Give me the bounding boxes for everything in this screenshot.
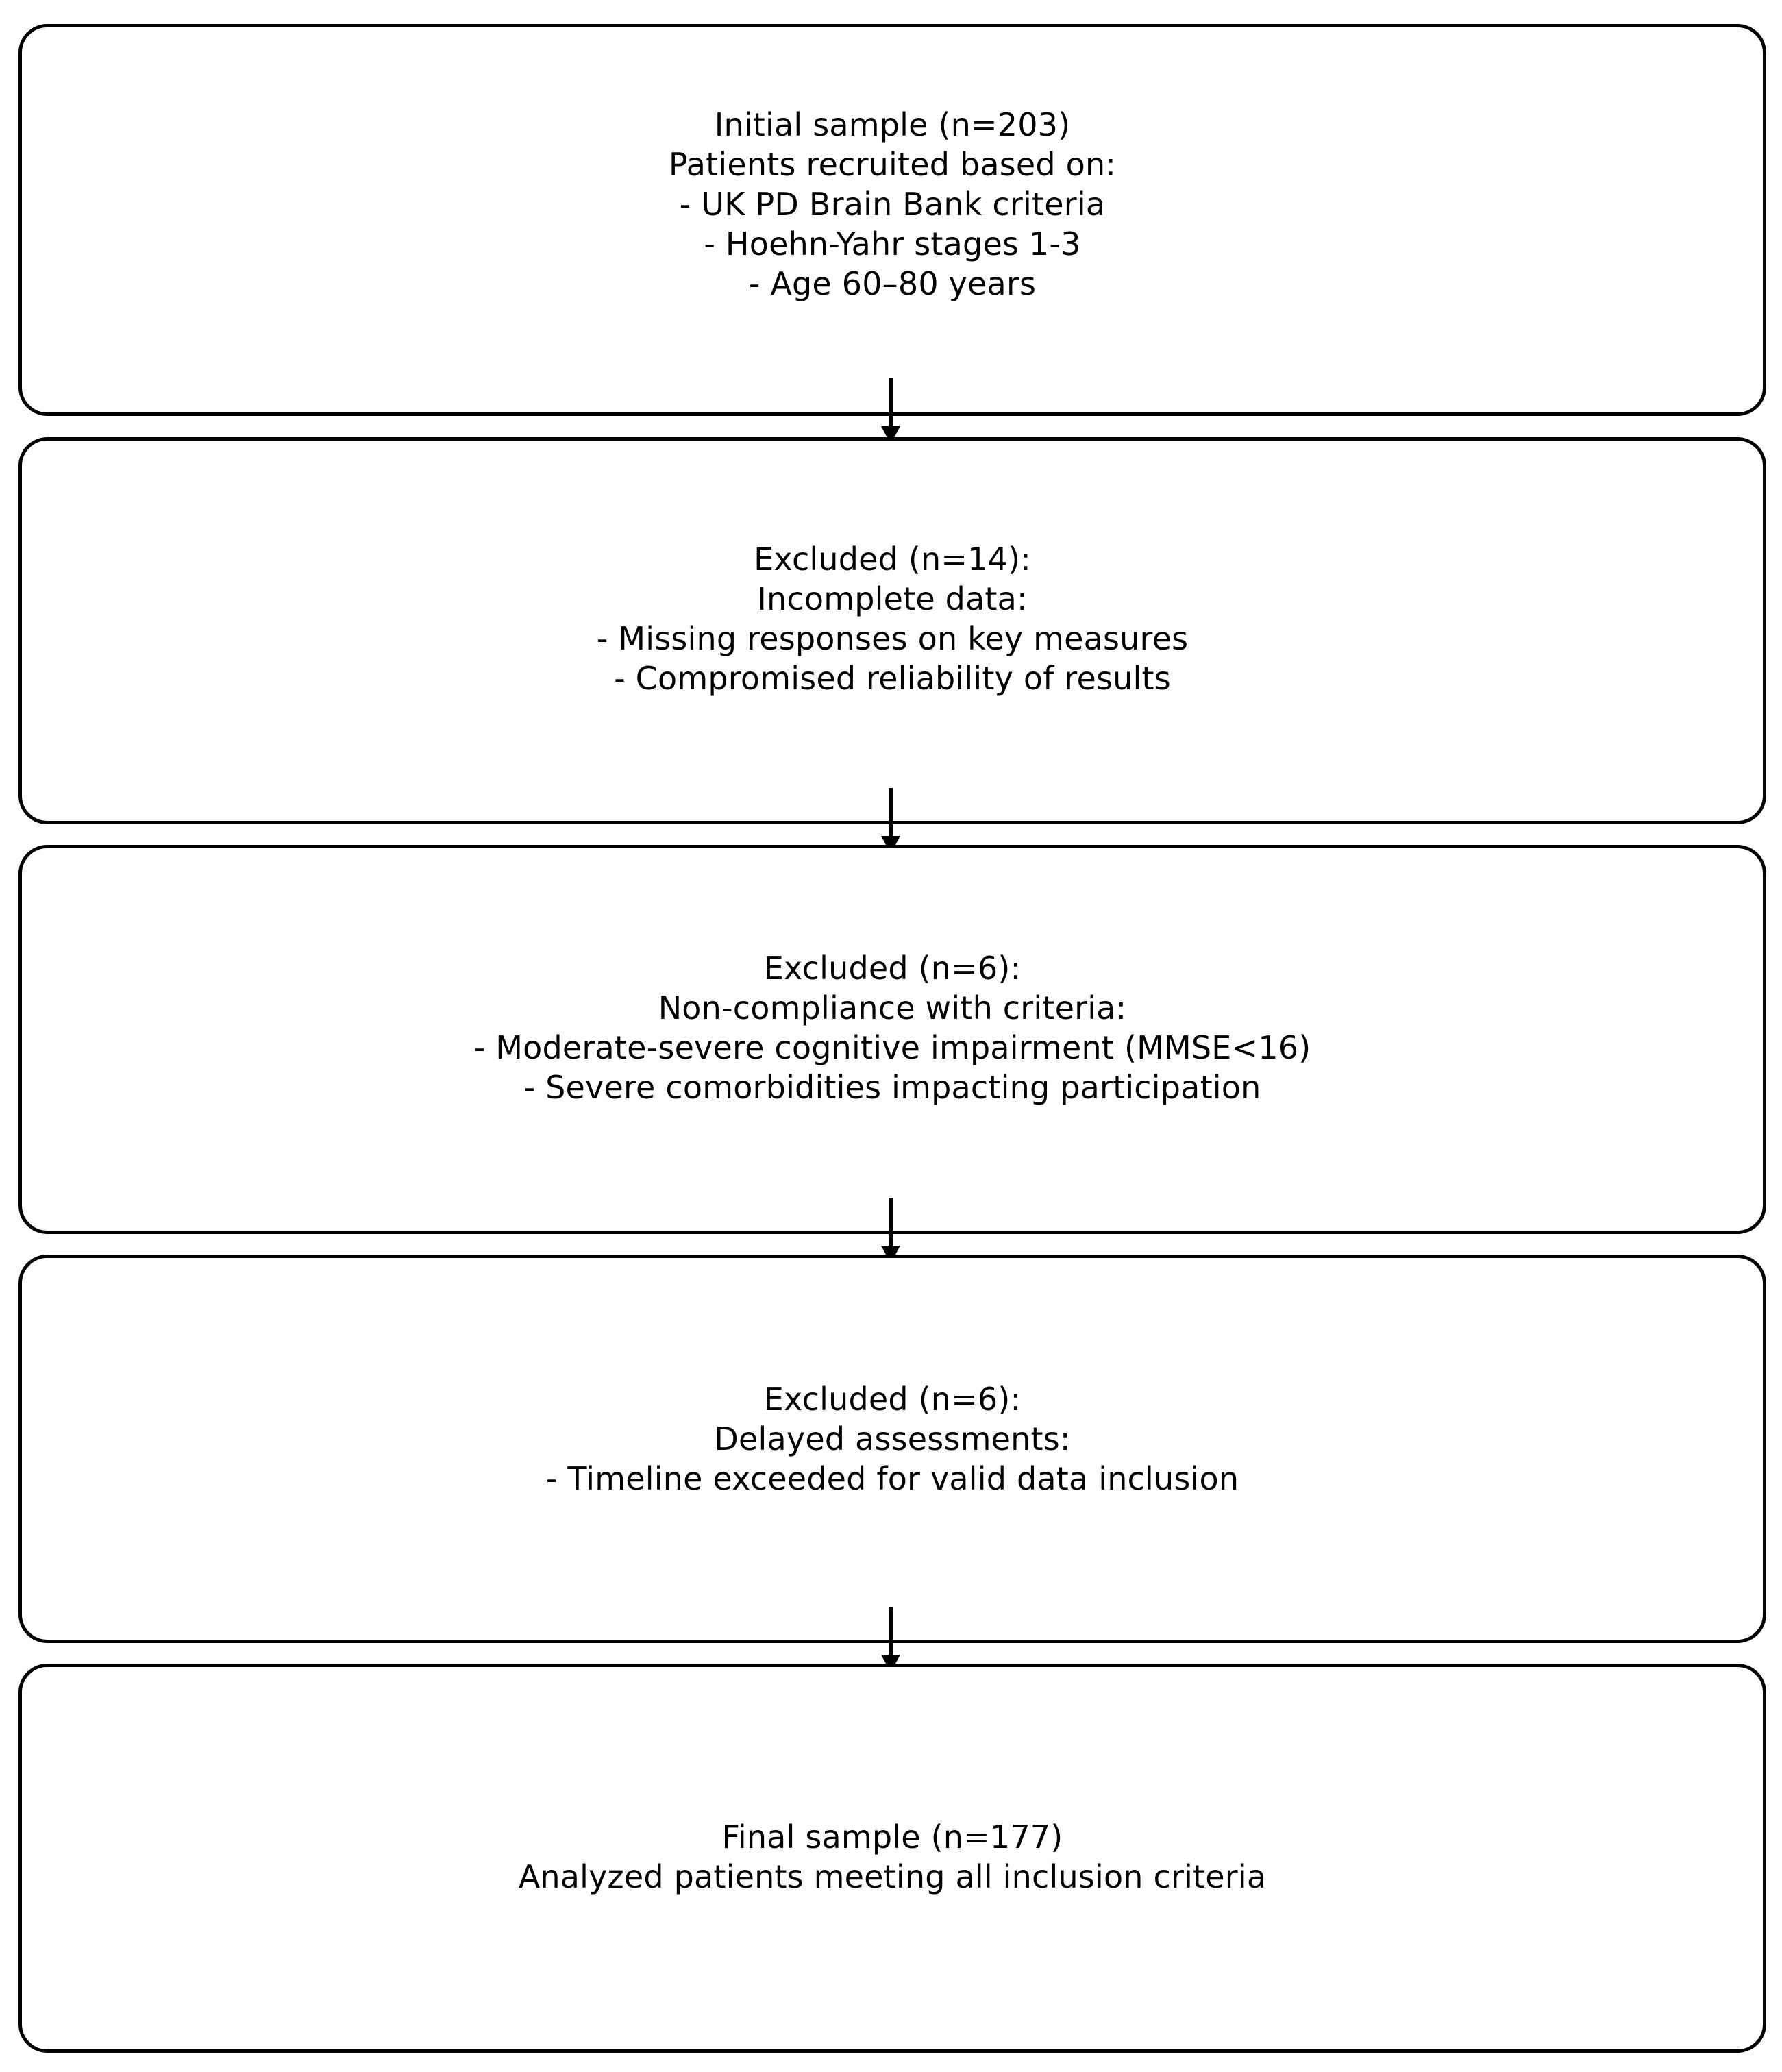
flow-node-final-sample: Final sample (n=177) Analyzed patients m… (18, 1664, 1766, 2053)
flow-node-initial-sample: Initial sample (n=203) Patients recruite… (18, 24, 1766, 416)
arrow-shaft (889, 1607, 893, 1657)
flow-node-initial-sample-text: Initial sample (n=203) Patients recruite… (668, 106, 1117, 302)
arrow-shaft (889, 1198, 893, 1248)
flow-node-excluded-delayed-assessments-text: Excluded (n=6): Delayed assessments: - T… (545, 1380, 1239, 1497)
arrow-shaft (889, 378, 893, 429)
flow-node-excluded-incomplete-data-text: Excluded (n=14): Incomplete data: - Miss… (596, 540, 1189, 697)
arrow-shaft (889, 788, 893, 839)
flow-node-excluded-incomplete-data: Excluded (n=14): Incomplete data: - Miss… (18, 437, 1766, 824)
flow-node-excluded-delayed-assessments: Excluded (n=6): Delayed assessments: - T… (18, 1255, 1766, 1643)
arrow-initial-sample-to-excluded-incomplete-data (881, 378, 900, 447)
flow-node-final-sample-text: Final sample (n=177) Analyzed patients m… (518, 1818, 1267, 1895)
flow-node-excluded-non-compliance-text: Excluded (n=6): Non-compliance with crit… (473, 950, 1311, 1106)
flow-node-excluded-non-compliance: Excluded (n=6): Non-compliance with crit… (18, 845, 1766, 1234)
